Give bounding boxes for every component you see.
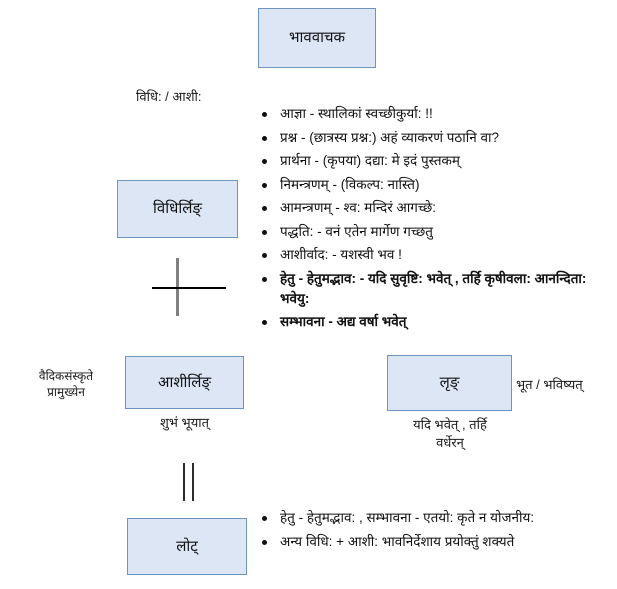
node-vidhirling-label: विधिर्लिङ् <box>153 200 202 217</box>
node-lrng[interactable]: लृङ् <box>387 355 512 411</box>
node-bhaavavaachak[interactable]: भाववाचक <box>258 8 376 68</box>
vidhirling-usage-list: आज्ञा - स्थालिकां स्वच्छीकुर्या: !! प्रश्… <box>258 104 610 334</box>
plus-connector-horizontal <box>152 287 226 289</box>
vidhirling-usage-item: प्रार्थना - (कृपया) दद्या: मे इदं पुस्तक… <box>258 151 610 172</box>
vidhirling-usage-item: प्रश्न - (छात्रस्य प्रश्न:) अहं व्याकरणं… <box>258 128 610 149</box>
vidhirling-usage-item: सम्भावना - अद्य वर्षा भवेत् <box>258 312 610 333</box>
node-lot[interactable]: लोट् <box>127 518 247 575</box>
node-ashirling-label: आशीर्लिङ् <box>157 373 212 391</box>
double-bar-connector-right <box>192 463 194 501</box>
node-bhaavavaachak-label: भाववाचक <box>288 29 346 46</box>
node-lrng-label: लृङ् <box>439 374 460 391</box>
label-vaidika-sanskrite: वैदिकसंस्कृते प्रामुख्येन <box>38 369 94 400</box>
vidhirling-usage-item: हेतु - हेतुमद्भाव: - यदि सुवृष्टि: भवेत्… <box>258 269 610 310</box>
lot-usage-list: हेतु - हेतुमद्भाव: , सम्भावना - एतयो: कृ… <box>258 508 610 555</box>
caption-yadi-bhavet: यदि भवेत् , तर्हि वर्धेरन् <box>413 417 487 450</box>
vidhirling-usage-item: पद्धति: - वनं एतेन मार्गेण गच्छतु <box>258 222 610 243</box>
lot-usage-item: अन्य विधि: + आशी: भावनिर्देशाय प्रयोक्तु… <box>258 532 610 553</box>
vidhirling-usage-item: आशीर्वाद: - यशस्वी भव ! <box>258 245 610 266</box>
node-ashirling[interactable]: आशीर्लिङ् <box>125 356 244 409</box>
label-vidhi-ashi: विधि: / आशी: <box>136 89 202 104</box>
node-vidhirling[interactable]: विधिर्लिङ् <box>117 180 238 238</box>
double-bar-connector-left <box>183 463 185 501</box>
vidhirling-usage-item: आज्ञा - स्थालिकां स्वच्छीकुर्या: !! <box>258 104 610 125</box>
vidhirling-usage-item: निमन्त्रणम् - (विकल्प: नास्ति) <box>258 175 610 196</box>
lot-usage-item: हेतु - हेतुमद्भाव: , सम्भावना - एतयो: कृ… <box>258 508 610 529</box>
label-bhoot-bhavishyat: भूत / भविष्यत् <box>516 377 583 392</box>
caption-shubham-bhuyat: शुभं भूयात् <box>159 415 210 430</box>
node-lot-label: लोट् <box>176 537 198 555</box>
vidhirling-usage-item: आमन्त्रणम् - श्व: मन्दिरं आगच्छे: <box>258 198 610 219</box>
